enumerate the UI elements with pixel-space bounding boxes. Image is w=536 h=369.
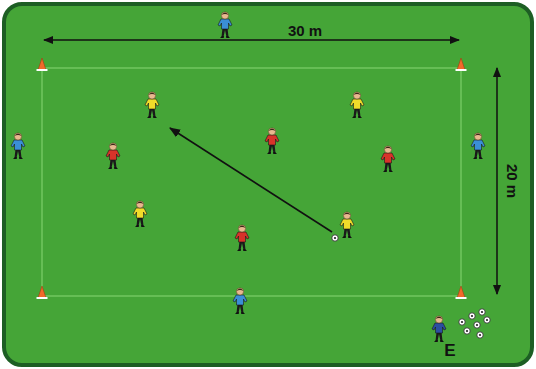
ball bbox=[469, 313, 475, 319]
ball bbox=[479, 309, 485, 315]
ball bbox=[484, 317, 490, 323]
width-dimension bbox=[44, 39, 459, 41]
dimension-label: 30 m bbox=[288, 23, 322, 38]
yellow-player bbox=[340, 212, 354, 238]
area-lines bbox=[42, 68, 461, 296]
blue-player bbox=[233, 288, 247, 314]
red-player bbox=[381, 146, 395, 172]
red-player bbox=[106, 143, 120, 169]
ball bbox=[464, 328, 470, 334]
cone bbox=[456, 58, 467, 71]
cone bbox=[37, 58, 48, 71]
ball bbox=[477, 332, 483, 338]
pass-arrow bbox=[170, 128, 332, 232]
cone bbox=[456, 286, 467, 299]
ball bbox=[332, 235, 338, 241]
yellow-player bbox=[133, 201, 147, 227]
coach-label: E bbox=[444, 342, 455, 359]
dimension-label: 20 m bbox=[505, 164, 520, 198]
blue-player bbox=[471, 133, 485, 159]
yellow-player bbox=[145, 92, 159, 118]
red-player bbox=[265, 128, 279, 154]
blue-player bbox=[218, 12, 232, 38]
length-dimension bbox=[496, 68, 498, 294]
coach-figure bbox=[432, 316, 446, 342]
ball bbox=[459, 319, 465, 325]
blue-player bbox=[11, 133, 25, 159]
yellow-player bbox=[350, 92, 364, 118]
field-ground bbox=[4, 4, 532, 365]
red-player bbox=[235, 225, 249, 251]
ball bbox=[474, 322, 480, 328]
cone bbox=[37, 286, 48, 299]
